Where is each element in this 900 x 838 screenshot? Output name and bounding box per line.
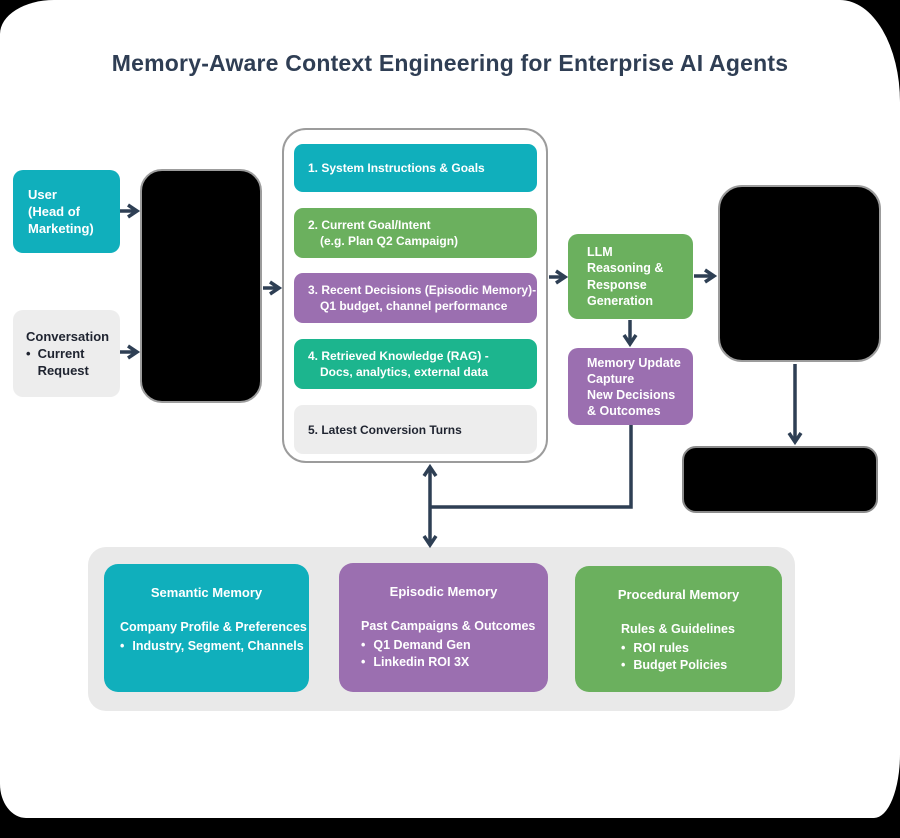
bullet-icon: • (361, 638, 366, 652)
semantic-memory-title: Semantic Memory (150, 585, 263, 600)
response-output-box (718, 185, 881, 362)
context-assembly-box (140, 169, 262, 403)
outcome-box (682, 446, 878, 513)
context-item-text: 2. Current Goal/Intent (308, 218, 431, 232)
context-window-container: 1. System Instructions & Goals 2. Curren… (282, 128, 548, 463)
diagram-title: Memory-Aware Context Engineering for Ent… (111, 50, 789, 76)
llm-box-line: Response (587, 277, 647, 292)
user-box: User (Head of Marketing) (13, 170, 120, 253)
semantic-memory-subtitle: Company Profile & Preferences (120, 620, 307, 634)
context-item-text: Q1 budget, channel performance (320, 299, 508, 313)
context-item-text: (e.g. Plan Q2 Campaign) (320, 234, 459, 248)
memory-store-panel: Semantic Memory Company Profile & Prefer… (88, 547, 795, 711)
episodic-memory-bullet: Linkedin ROI 3X (373, 655, 470, 669)
procedural-memory-bullet: Budget Policies (633, 658, 728, 672)
procedural-memory-bullet: ROI rules (633, 641, 689, 655)
conversation-box: Conversation • Current Request (13, 310, 120, 397)
bullet-icon: • (621, 641, 626, 655)
context-item-latest-turns: 5. Latest Conversion Turns (294, 405, 537, 454)
context-item-text: 4. Retrieved Knowledge (RAG) - (308, 349, 489, 363)
context-item-text: Docs, analytics, external data (320, 365, 489, 379)
llm-reasoning-box: LLM Reasoning & Response Generation (568, 234, 693, 319)
episodic-memory-title: Episodic Memory (389, 584, 498, 599)
episodic-memory-bullet: Q1 Demand Gen (373, 638, 471, 652)
memory-update-line: New Decisions (587, 387, 676, 402)
bullet-icon: • (26, 346, 31, 361)
user-box-line: Marketing) (28, 221, 94, 236)
llm-box-line: Generation (587, 294, 653, 308)
context-item-system-instructions: 1. System Instructions & Goals (294, 144, 537, 192)
bullet-icon: • (361, 655, 366, 669)
memory-update-line: & Outcomes (587, 403, 661, 418)
context-item-retrieved-knowledge: 4. Retrieved Knowledge (RAG) - Docs, ana… (294, 339, 537, 389)
bullet-icon: • (120, 639, 125, 653)
context-item-text: 3. Recent Decisions (Episodic Memory)- (308, 283, 537, 297)
procedural-memory-subtitle: Rules & Guidelines (621, 622, 735, 636)
llm-box-line: LLM (587, 244, 613, 259)
episodic-memory-box: Episodic Memory Past Campaigns & Outcome… (339, 563, 548, 692)
context-item-current-goal: 2. Current Goal/Intent (e.g. Plan Q2 Cam… (294, 208, 537, 258)
memory-update-line: Capture (587, 371, 635, 386)
procedural-memory-title: Procedural Memory (617, 587, 740, 602)
procedural-memory-box: Procedural Memory Rules & Guidelines • R… (575, 566, 782, 692)
semantic-memory-bullet: Industry, Segment, Channels (132, 639, 304, 653)
episodic-memory-subtitle: Past Campaigns & Outcomes (361, 619, 536, 633)
memory-update-box: Memory Update Capture New Decisions & Ou… (568, 348, 693, 425)
memory-update-line: Memory Update (587, 355, 681, 370)
context-item-text: 1. System Instructions & Goals (308, 161, 485, 175)
user-box-line: User (28, 187, 57, 202)
semantic-memory-box: Semantic Memory Company Profile & Prefer… (104, 564, 309, 692)
conversation-box-title: Conversation (26, 329, 110, 344)
bullet-icon: • (621, 658, 626, 672)
conversation-box-bullet: Current Request (37, 346, 89, 378)
user-box-line: (Head of (28, 204, 80, 219)
context-item-recent-decisions: 3. Recent Decisions (Episodic Memory)- Q… (294, 273, 537, 323)
context-item-text: 5. Latest Conversion Turns (308, 422, 462, 437)
llm-box-line: Reasoning & (587, 261, 664, 275)
